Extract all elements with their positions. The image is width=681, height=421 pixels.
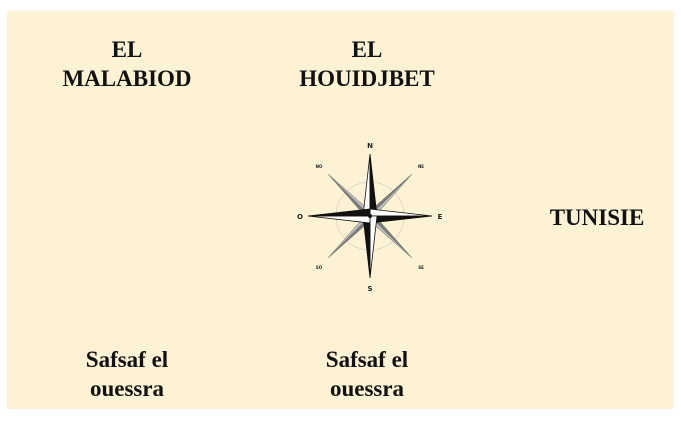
compass-cardinal-points bbox=[307, 153, 433, 279]
compass-label-s: S bbox=[367, 285, 372, 293]
compass-label-so: SO bbox=[316, 265, 323, 270]
region-label-safsaf-south: Safsaf el ouessra bbox=[325, 347, 409, 401]
region-label-el-malabiod: EL MALABIOD bbox=[62, 37, 192, 91]
region-label-el-houidjbet: EL HOUIDJBET bbox=[299, 37, 435, 91]
compass-label-no: NO bbox=[316, 164, 323, 169]
compass-center bbox=[368, 214, 372, 218]
compass-label-n: N bbox=[367, 142, 373, 150]
region-label-safsaf-west: Safsaf el ouessra bbox=[85, 347, 169, 401]
compass-label-o: O bbox=[297, 213, 303, 221]
compass-rose-icon: N S E O NE NO SE SO bbox=[297, 142, 443, 293]
compass-label-ne: NE bbox=[418, 164, 424, 169]
map-panel: EL MALABIOD EL HOUIDJBET TUNISIE Safsaf … bbox=[7, 11, 674, 409]
compass-label-se: SE bbox=[418, 265, 424, 270]
compass-label-e: E bbox=[438, 213, 443, 221]
region-label-tunisie: TUNISIE bbox=[549, 205, 645, 230]
